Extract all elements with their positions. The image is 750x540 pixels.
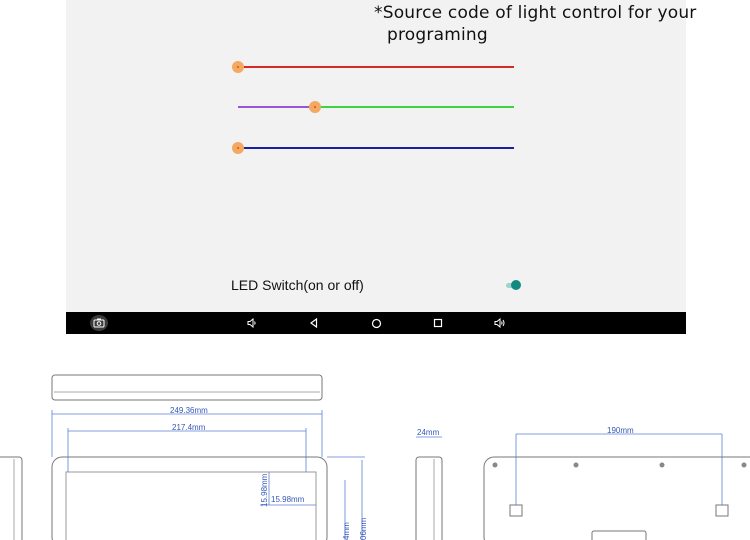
- green-slider-track[interactable]: [315, 106, 514, 108]
- mount-hole-left: [509, 504, 523, 517]
- blue-slider[interactable]: [232, 142, 514, 154]
- blue-slider-knob[interactable]: [232, 142, 244, 154]
- home-icon[interactable]: [368, 315, 384, 331]
- left-side-piece: [0, 456, 23, 540]
- led-switch-thumb[interactable]: [511, 280, 521, 290]
- back-panel-port: [591, 530, 647, 540]
- green-slider[interactable]: [238, 101, 514, 113]
- dim-partial-a-label: 4mm: [342, 522, 351, 540]
- front-view-screen: [65, 471, 317, 540]
- dim-depth-label: 24mm: [417, 428, 440, 437]
- red-slider[interactable]: [232, 61, 514, 73]
- dim-mount-label: 190mm: [607, 426, 634, 435]
- caption-text: *Source code of light control for your p…: [374, 2, 734, 46]
- red-slider-track[interactable]: [238, 66, 514, 68]
- volume-up-icon[interactable]: [492, 315, 508, 331]
- top-view-outline: [51, 374, 323, 401]
- screenshot-icon[interactable]: [90, 315, 108, 331]
- technical-drawing: 249.36mm 217.4mm 15.98mm 15.98mm 4mm 06m…: [0, 374, 750, 540]
- mount-hole-right: [715, 504, 729, 517]
- green-slider-track-filled[interactable]: [238, 106, 315, 108]
- dim-width-label: 249.36mm: [170, 406, 208, 415]
- front-view-outline: [51, 456, 328, 540]
- led-switch-toggle[interactable]: [506, 280, 522, 291]
- dim-inner-label: 217.4mm: [172, 423, 206, 432]
- caption-line-1: *Source code of light control for your: [374, 3, 697, 23]
- back-icon[interactable]: [306, 315, 322, 331]
- side-view-outline: [415, 456, 443, 540]
- red-slider-knob[interactable]: [232, 61, 244, 73]
- green-slider-knob[interactable]: [309, 101, 321, 113]
- led-switch-label: LED Switch(on or off): [231, 277, 364, 293]
- tablet-screen: *Source code of light control for your p…: [66, 0, 696, 312]
- caption-line-2: programing: [387, 25, 488, 45]
- blue-slider-track[interactable]: [238, 147, 514, 149]
- recents-icon[interactable]: [430, 315, 446, 331]
- dim-margin-h-label: 15.98mm: [271, 495, 305, 504]
- volume-down-icon[interactable]: [244, 315, 260, 331]
- android-nav-bar: [66, 312, 686, 334]
- dim-partial-b-label: 06mm: [359, 517, 368, 540]
- dim-margin-v-label: 15.98mm: [260, 473, 269, 507]
- back-view-outline: [483, 456, 750, 540]
